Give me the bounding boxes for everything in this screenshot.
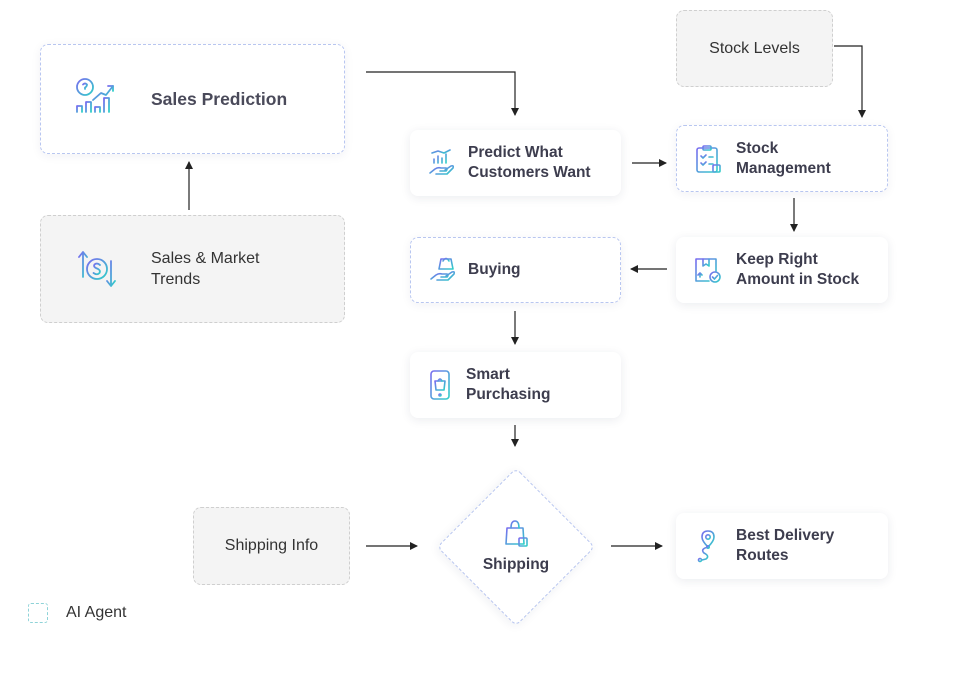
legend: AI Agent bbox=[28, 603, 127, 623]
node-predict-customers[interactable]: Predict What Customers Want bbox=[410, 130, 621, 196]
node-smart-purchasing[interactable]: Smart Purchasing bbox=[410, 352, 621, 418]
node-label: Stock Management bbox=[736, 139, 831, 177]
legend-label: AI Agent bbox=[66, 604, 127, 621]
arrow-prediction-to-predict bbox=[366, 71, 519, 116]
hand-chart-icon bbox=[428, 149, 456, 177]
node-label: Sales Prediction bbox=[151, 88, 288, 109]
shopping-bag-icon bbox=[503, 519, 529, 549]
node-label: Shipping bbox=[482, 556, 550, 573]
node-keep-right-amount[interactable]: Keep Right Amount in Stock bbox=[676, 237, 888, 303]
node-label: Keep Right Amount in Stock bbox=[736, 251, 860, 288]
hand-bag-icon bbox=[429, 255, 459, 285]
route-pin-icon bbox=[696, 529, 720, 563]
node-label: Smart Purchasing bbox=[466, 366, 551, 403]
node-shipping[interactable]: Shipping bbox=[436, 467, 596, 627]
node-label: Predict What Customers Want bbox=[468, 144, 591, 181]
node-label: Buying bbox=[468, 261, 521, 278]
dollar-exchange-icon bbox=[77, 247, 117, 291]
node-sales-prediction[interactable]: Sales Prediction bbox=[40, 44, 345, 154]
clipboard-checklist-icon bbox=[694, 144, 722, 174]
node-shipping-info[interactable]: Shipping Info bbox=[193, 507, 350, 585]
arrow-stock-levels-to-management bbox=[834, 45, 866, 118]
node-label: Stock Levels bbox=[709, 39, 800, 57]
chart-growth-icon bbox=[71, 76, 117, 122]
box-check-icon bbox=[693, 255, 723, 285]
node-label: Shipping Info bbox=[224, 537, 319, 554]
node-best-delivery-routes[interactable]: Best Delivery Routes bbox=[676, 513, 888, 579]
node-label: Sales & Market Trends bbox=[151, 250, 260, 288]
node-sales-market-trends[interactable]: Sales & Market Trends bbox=[40, 215, 345, 323]
node-label: Best Delivery Routes bbox=[736, 527, 835, 564]
legend-agent-swatch bbox=[28, 603, 48, 623]
node-stock-management[interactable]: Stock Management bbox=[676, 125, 888, 192]
node-stock-levels[interactable]: Stock Levels bbox=[676, 10, 833, 87]
phone-bag-icon bbox=[429, 369, 451, 401]
node-buying[interactable]: Buying bbox=[410, 237, 621, 303]
